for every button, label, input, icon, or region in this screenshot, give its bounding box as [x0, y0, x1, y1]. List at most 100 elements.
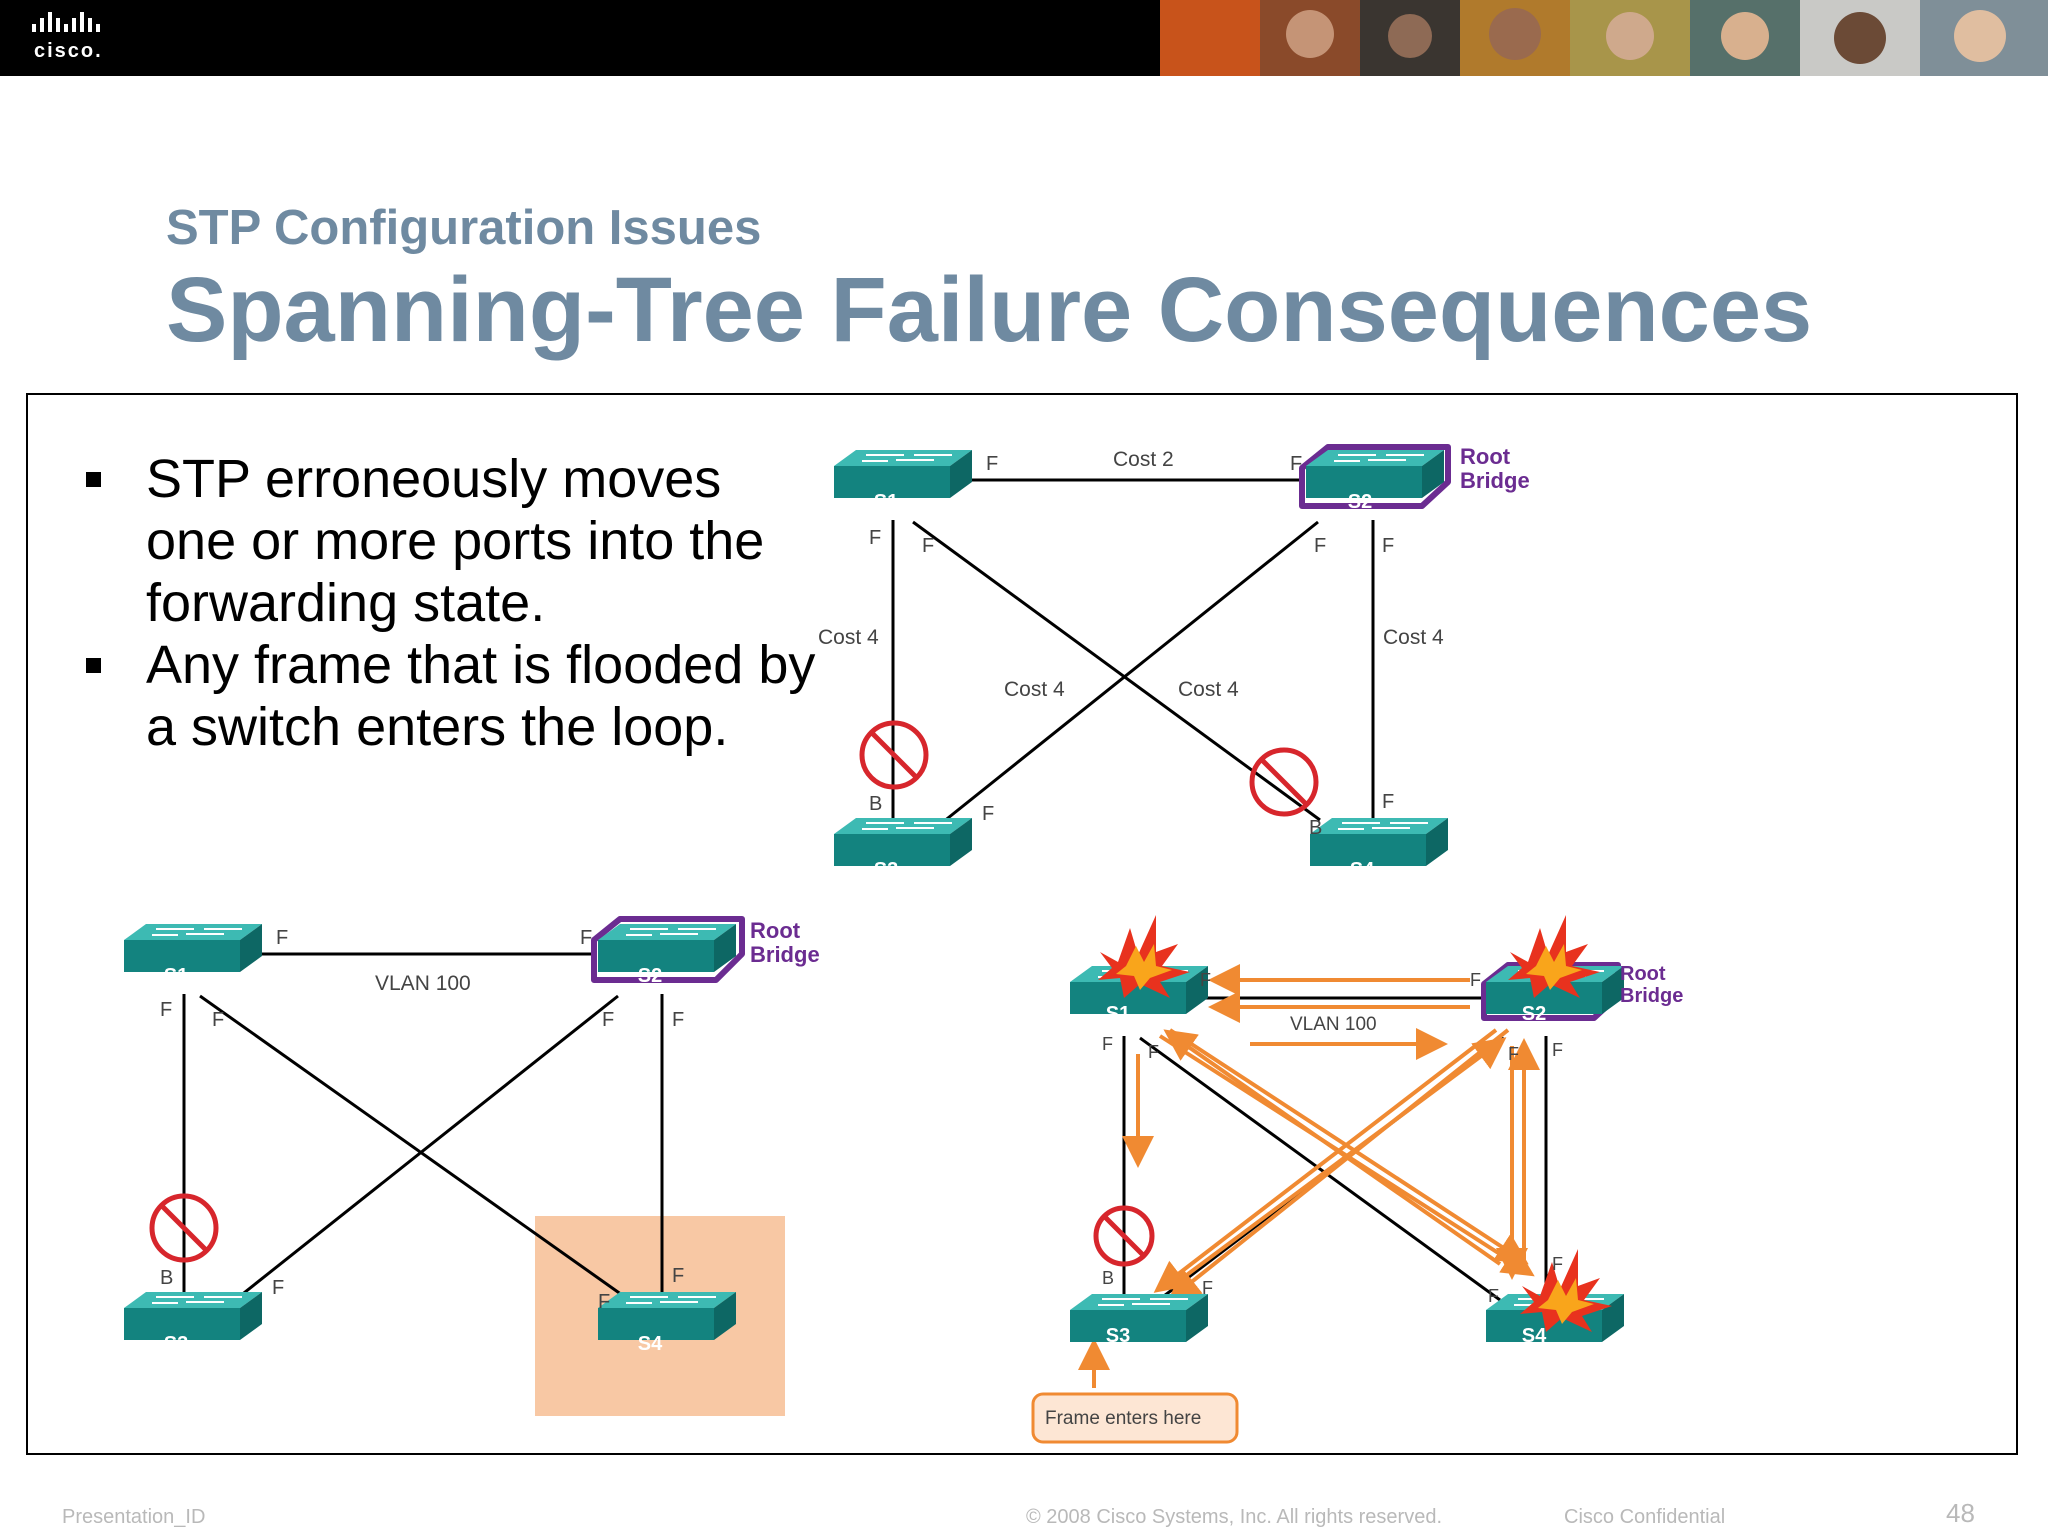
root-bridge-outline: [1299, 444, 1451, 509]
switch-label: S2: [1348, 491, 1372, 513]
link-s2-s3: [937, 520, 1319, 828]
svg-text:F: F: [1508, 1044, 1519, 1064]
link-cost-label: Cost 4: [1383, 626, 1444, 649]
switch-label: S3: [874, 859, 898, 881]
port-state: F: [869, 527, 881, 549]
content-frame: [26, 393, 2018, 1455]
switch-label: S2: [638, 965, 662, 987]
svg-text:F: F: [1470, 970, 1481, 990]
port-state: F: [1382, 791, 1394, 813]
slide-subtitle: STP Configuration Issues: [166, 201, 762, 255]
svg-text:F: F: [672, 1009, 684, 1031]
blocked-port-icon: [859, 720, 929, 790]
diagram-top: S1 S2 S3 S4 Root Bridge Cost 2 Cost 4 Co…: [818, 444, 1530, 881]
svg-text:F: F: [272, 1277, 284, 1299]
footer-confidential: Cisco Confidential: [1564, 1506, 1726, 1528]
svg-text:F: F: [276, 927, 288, 949]
switch-s1-icon: [123, 923, 263, 973]
switch-label: S1: [1106, 1003, 1130, 1025]
collision-burst-icon: [1520, 1249, 1612, 1332]
switch-s3-icon: [1069, 1293, 1209, 1343]
svg-text:F: F: [672, 1265, 684, 1287]
header-bar: cisco.: [0, 0, 2048, 76]
switch-label: S1: [874, 491, 898, 513]
port-state: F: [922, 535, 934, 557]
diagram-left: S1 S2 S3 S4 Root Bridge VLAN 100 F F F F…: [123, 916, 820, 1416]
page-number: 48: [1946, 1498, 1975, 1528]
port-state: F: [1382, 535, 1394, 557]
port-state: B: [1309, 817, 1322, 839]
blocked-port-icon: [149, 1193, 219, 1263]
port-state: F: [1290, 453, 1302, 475]
switch-label: S4: [1522, 1325, 1547, 1347]
callout-text: Frame enters here: [1045, 1408, 1201, 1429]
vlan-label: VLAN 100: [1290, 1014, 1377, 1035]
switch-s2-icon: [1305, 449, 1445, 499]
switch-label: S2: [1522, 1003, 1546, 1025]
callout-box: [1031, 1392, 1239, 1444]
cisco-logo: cisco.: [30, 10, 120, 66]
switch-label: S3: [1106, 1325, 1130, 1347]
slide-title: Spanning-Tree Failure Consequences: [166, 259, 1813, 361]
svg-text:F: F: [580, 927, 592, 949]
diagram-right: S1 S2 S3 S4 Root Bridge VLAN 100 F F F F…: [1031, 915, 1683, 1444]
svg-text:F: F: [1552, 1254, 1563, 1274]
footer-copyright: © 2008 Cisco Systems, Inc. All rights re…: [1026, 1506, 1443, 1528]
switch-s3-icon: [123, 1291, 263, 1341]
switch-s3-icon: [833, 817, 973, 867]
svg-text:B: B: [1102, 1268, 1114, 1288]
switch-s2-icon: [597, 923, 737, 973]
root-bridge-label: Root: [1460, 444, 1511, 469]
svg-text:F: F: [212, 1009, 224, 1031]
svg-text:F: F: [1202, 1278, 1213, 1298]
vlan-label: VLAN 100: [375, 972, 471, 995]
root-bridge-label: Root: [750, 918, 801, 943]
root-bridge-label: Root: [1620, 963, 1666, 985]
header-photo-strip: [1160, 0, 2048, 76]
svg-text:F: F: [1102, 1034, 1113, 1054]
svg-text:B: B: [160, 1267, 173, 1289]
collision-burst-icon: [1098, 915, 1190, 998]
switch-s4-icon: [1309, 817, 1449, 867]
svg-text:F: F: [602, 1009, 614, 1031]
cisco-bars-icon: [32, 12, 100, 32]
collision-burst-icon: [1508, 915, 1600, 998]
link-cost-label: Cost 4: [818, 626, 879, 649]
logo-text: cisco.: [34, 40, 103, 62]
bullet-square-icon: [86, 658, 101, 673]
bullet-list: STP erroneously moves one or more ports …: [80, 448, 820, 758]
port-state: F: [986, 453, 998, 475]
port-state: F: [1314, 535, 1326, 557]
svg-text:F: F: [1200, 970, 1211, 990]
blocked-port-icon: [1249, 747, 1319, 817]
bullet-item: Any frame that is flooded by a switch en…: [80, 634, 820, 758]
link-s1-s4: [912, 520, 1321, 822]
root-bridge-outline: [591, 916, 745, 983]
blocked-port-icon: [1093, 1205, 1155, 1267]
root-bridge-label: Bridge: [750, 942, 820, 967]
link-cost-label: Cost 2: [1113, 448, 1174, 471]
switch-label: S3: [164, 1333, 188, 1355]
switch-label: S1: [164, 965, 188, 987]
port-state: F: [982, 803, 994, 825]
bullet-square-icon: [86, 472, 101, 487]
bullet-text: Any frame that is flooded by a switch en…: [146, 635, 816, 757]
link-cost-label: Cost 4: [1004, 678, 1065, 701]
bullet-item: STP erroneously moves one or more ports …: [80, 448, 820, 634]
footer-presentation-id: Presentation_ID: [62, 1506, 206, 1528]
port-state: B: [869, 793, 882, 815]
svg-text:F: F: [598, 1291, 610, 1313]
root-bridge-label: Bridge: [1460, 468, 1530, 493]
svg-text:F: F: [1488, 1286, 1499, 1306]
switch-s1-icon: [833, 449, 973, 499]
svg-text:F: F: [160, 999, 172, 1021]
root-bridge-label: Bridge: [1620, 985, 1683, 1007]
switch-label: S4: [638, 1333, 663, 1355]
bullet-text: STP erroneously moves one or more ports …: [146, 449, 765, 633]
loop-arrows: [1078, 964, 1540, 1388]
svg-text:F: F: [1552, 1040, 1563, 1060]
switch-s4-icon: [597, 1291, 737, 1341]
link-cost-label: Cost 4: [1178, 678, 1239, 701]
svg-text:F: F: [1148, 1042, 1159, 1062]
